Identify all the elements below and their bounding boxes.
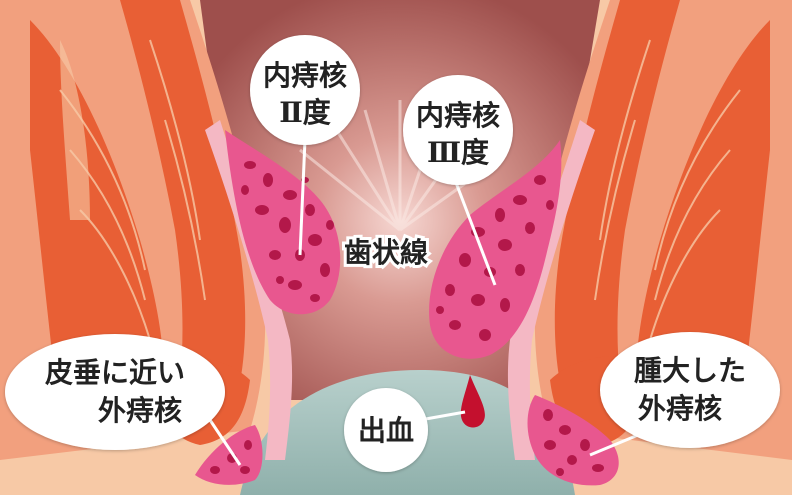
label-swollen-line2: 外痔核 [638,392,722,425]
label-bleeding: 出血 [358,414,414,447]
label-internal-3-line1: 内痔核 [416,99,500,132]
label-dentate-line: 歯状線 [344,236,428,269]
callout-swollen-external [600,332,780,448]
label-skin-tag-line1: 皮垂に近い [45,356,185,389]
label-internal-2-line2: Ⅱ度 [279,96,331,129]
label-internal-2-line1: 内痔核 [263,59,347,92]
label-swollen-line1: 腫大した [634,354,746,387]
callout-skin-tag-external [5,334,225,450]
label-skin-tag-line2: 外痔核 [98,394,182,427]
label-internal-3-line2: Ⅲ度 [427,136,489,169]
